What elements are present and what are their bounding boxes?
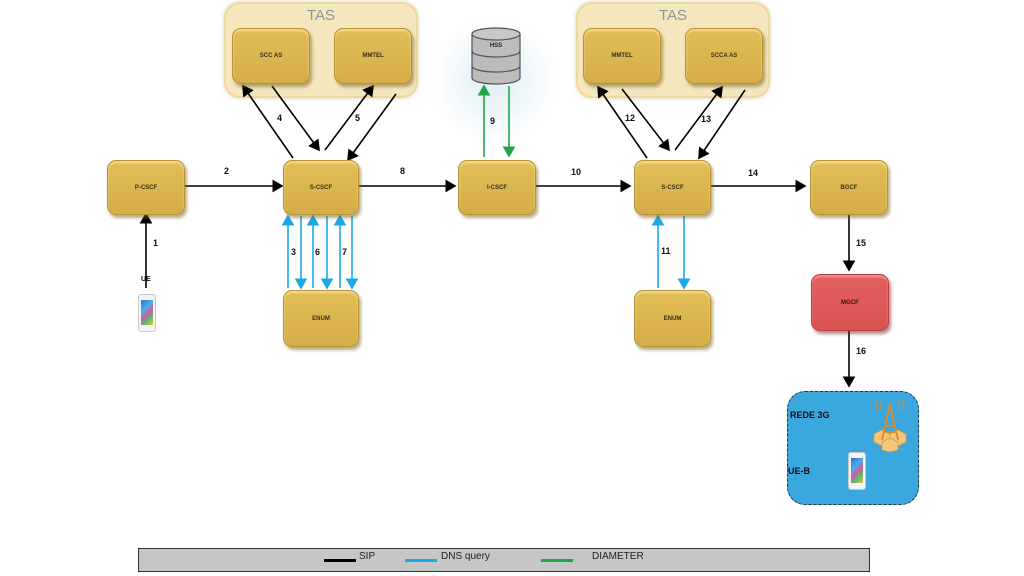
legend: SIP DNS query DIAMETER — [138, 548, 870, 572]
step-label-7: 7 — [342, 247, 348, 257]
link-12a — [597, 85, 648, 159]
step-label-2: 2 — [224, 166, 230, 176]
step-label-14: 14 — [748, 168, 759, 178]
ue-b-label: UE-B — [788, 466, 810, 476]
tas-group-right-title: TAS — [658, 7, 688, 24]
ue-label: UE — [141, 276, 151, 283]
database-icon — [471, 27, 521, 85]
node-s-cscf-left[interactable]: S-CSCF — [283, 160, 359, 215]
node-mgcf[interactable]: MGCF — [811, 274, 889, 331]
step-label-12: 12 — [625, 113, 636, 123]
link-5b — [347, 93, 397, 162]
node-enum-right[interactable]: ENUM — [634, 290, 711, 347]
link-4b — [271, 85, 320, 152]
node-p-cscf[interactable]: P-CSCF — [107, 160, 185, 215]
step-label-5: 5 — [355, 113, 361, 123]
link-4a — [242, 84, 294, 159]
step-label-6: 6 — [315, 247, 321, 257]
step-label-13: 13 — [701, 114, 712, 124]
link-13b — [698, 89, 746, 160]
link-5a — [324, 84, 374, 151]
node-scca-as[interactable]: SCCA AS — [685, 28, 763, 84]
node-mmtel-right[interactable]: MMTEL — [583, 28, 661, 84]
hss-label: HSS — [490, 43, 502, 49]
ue-phone-icon — [138, 294, 156, 332]
legend-label-dns: DNS query — [441, 551, 490, 562]
node-i-cscf[interactable]: I-CSCF — [458, 160, 536, 215]
link-12b — [621, 88, 670, 152]
cell-tower-icon — [873, 399, 907, 452]
node-bgcf[interactable]: BGCF — [810, 160, 888, 215]
step-label-15: 15 — [856, 238, 867, 248]
node-enum-left[interactable]: ENUM — [283, 290, 359, 347]
node-s-cscf-right[interactable]: S-CSCF — [634, 160, 711, 215]
step-label-3: 3 — [291, 247, 297, 257]
step-label-8: 8 — [400, 166, 406, 176]
legend-label-sip: SIP — [359, 551, 376, 562]
legend-swatch-dns — [405, 559, 437, 562]
step-label-10: 10 — [571, 167, 582, 177]
legend-swatch-sip — [324, 559, 356, 562]
step-label-4: 4 — [277, 113, 283, 123]
link-13a — [674, 85, 723, 151]
step-label-11: 11 — [661, 246, 671, 256]
tas-group-left-title: TAS — [306, 7, 336, 24]
node-scc-as[interactable]: SCC AS — [232, 28, 310, 84]
step-label-9: 9 — [490, 116, 496, 126]
node-mmtel-left[interactable]: MMTEL — [334, 28, 412, 84]
network-3g-label: REDE 3G — [790, 410, 830, 420]
ue-b-phone-icon — [848, 452, 866, 490]
step-label-1: 1 — [153, 238, 159, 248]
legend-label-diameter: DIAMETER — [592, 551, 644, 562]
legend-swatch-diameter — [541, 559, 573, 562]
node-hss[interactable]: HSS — [470, 26, 522, 86]
network-3g: REDE 3G UE-B — [787, 391, 919, 505]
step-label-16: 16 — [856, 346, 867, 356]
